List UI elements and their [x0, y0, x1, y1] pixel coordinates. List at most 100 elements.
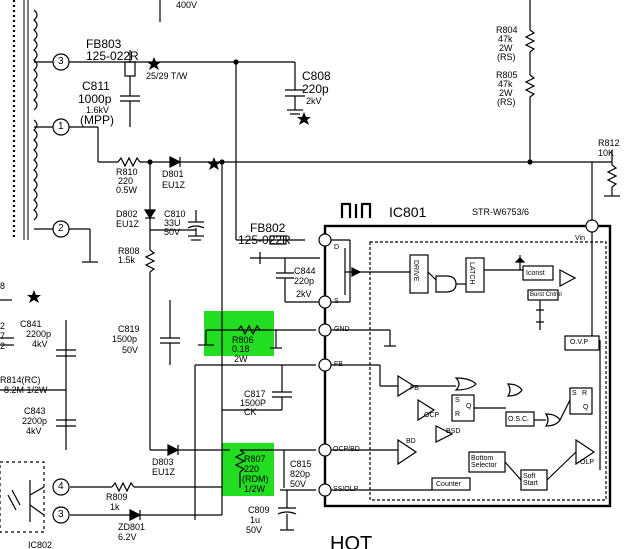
fb802-part: 125-022R: [238, 233, 291, 247]
r809-name: R809: [106, 492, 128, 502]
iconst-block: Iconst: [526, 270, 545, 277]
r807-rating: 1/2W: [244, 484, 266, 494]
c810-rating: 50V: [164, 227, 181, 237]
q2-label: Q: [583, 404, 589, 411]
s2-label: S: [572, 390, 577, 397]
ic802-label: IC802: [28, 540, 53, 549]
r-label: R: [455, 411, 461, 418]
c809-rating: 50V: [246, 525, 263, 535]
d801-part: EU1Z: [162, 180, 186, 190]
r810-rating: 0.5W: [116, 185, 138, 195]
zd801-name: ZD801: [118, 522, 146, 532]
bsd-block: BSD: [446, 428, 461, 435]
r805-name: R805: [496, 70, 518, 80]
ic-pin-d: D: [334, 244, 340, 251]
vin-label: Vin: [575, 235, 585, 242]
r808-value: 1.5k: [118, 255, 136, 265]
d801-name: D801: [162, 169, 184, 179]
c808-value: 220p: [302, 82, 329, 96]
c817-name: C817: [244, 389, 266, 399]
d802-name: D802: [116, 209, 138, 219]
r812-name: R812: [598, 138, 620, 148]
r2-label: R: [582, 390, 588, 397]
r807-type: (RDM): [242, 474, 269, 484]
c808-name: C808: [302, 69, 331, 83]
r814-value: 8.2M 1/2W: [4, 385, 48, 395]
c811-type: (MPP): [80, 113, 114, 127]
d802-part: EU1Z: [116, 219, 140, 229]
c810-value: 33U: [164, 218, 181, 228]
c844-rating: 2kV: [296, 289, 312, 299]
r814-name: R814(RC): [0, 375, 41, 385]
olp-block: OLP: [580, 459, 595, 466]
c809-name: C809: [248, 505, 270, 515]
r806-value: 0.18: [232, 344, 250, 354]
turns-label: 25/29 T/W: [146, 71, 188, 81]
ic-pin-ocp: OCP/BD: [333, 446, 360, 453]
left-partial-a: 8: [0, 281, 6, 291]
r804-name: R804: [496, 25, 518, 35]
pin-4-label: 4: [58, 481, 64, 492]
latch-block: LATCH: [468, 262, 475, 285]
fb803-name: FB803: [86, 37, 122, 51]
highlight-r807: [222, 443, 274, 496]
c841-name: C841: [20, 319, 42, 329]
d803-part: EU1Z: [152, 467, 176, 477]
c844-value: 220p: [294, 276, 315, 286]
c815-name: C815: [290, 459, 312, 469]
ocp-block: OCP: [424, 412, 440, 419]
pin-3-label: 3: [58, 56, 64, 67]
r804-type: (RS): [497, 52, 516, 62]
c815-value: 820p: [290, 469, 311, 479]
c817-rating: CK: [244, 407, 257, 417]
r805-type: (RS): [497, 97, 516, 107]
r804-rating: 2W: [499, 43, 513, 53]
bd-block: BD: [406, 438, 416, 445]
r807-name: R807: [244, 454, 266, 464]
c843-rating: 4kV: [26, 426, 42, 436]
hot-label: HOT: [330, 533, 373, 549]
osc-block: O.S.C.: [508, 416, 530, 423]
r806-rating: 2W: [234, 354, 248, 364]
c810-name: C810: [164, 209, 186, 219]
r807-value: 220: [244, 464, 260, 474]
fb803-part: 125-022R: [86, 49, 139, 63]
ic-pin-ss: SS/OLP: [333, 486, 359, 493]
c817-value: 1500P: [240, 398, 267, 408]
counter-block: Counter: [436, 481, 461, 488]
r805-value: 47k: [498, 79, 513, 89]
zd801-value: 6.2V: [118, 532, 137, 542]
burst-block: Burst Cntrol: [530, 292, 562, 298]
drive-block: DRIVE: [412, 260, 419, 282]
fb802-name: FB802: [250, 221, 286, 235]
pin-1-label: 1: [58, 121, 64, 132]
left-partial-d: 2: [0, 341, 6, 351]
c841-value: 2200p: [26, 329, 52, 339]
r812-value: 10K: [598, 148, 615, 158]
top-voltage-label: 400V: [176, 0, 198, 10]
c841-rating: 4kV: [32, 339, 48, 349]
c844-name: C844: [294, 266, 316, 276]
c811-rating: 1.6kV: [86, 105, 110, 115]
ic-pin-s: S: [334, 298, 339, 305]
r805-rating: 2W: [499, 88, 513, 98]
q-label: Q: [466, 403, 472, 410]
c819-name: C819: [118, 324, 140, 334]
s-label: S: [455, 397, 460, 404]
highlight-r806: [204, 311, 274, 356]
r810-value: 220: [118, 176, 134, 186]
r808-name: R808: [118, 246, 140, 256]
r810-name: R810: [116, 167, 138, 177]
c819-rating: 50V: [122, 345, 139, 355]
c815-rating: 50V: [290, 479, 307, 489]
fb-block: FB: [410, 385, 419, 392]
left-partial-b: 2: [0, 321, 6, 331]
r809-value: 1k: [110, 502, 120, 512]
ic-pin-gnd: GND: [334, 326, 350, 333]
c843-name: C843: [24, 406, 46, 416]
c819-value: 1500p: [112, 334, 138, 344]
c811-value: 1000p: [78, 92, 112, 106]
soft-block: Soft Start: [523, 473, 538, 487]
